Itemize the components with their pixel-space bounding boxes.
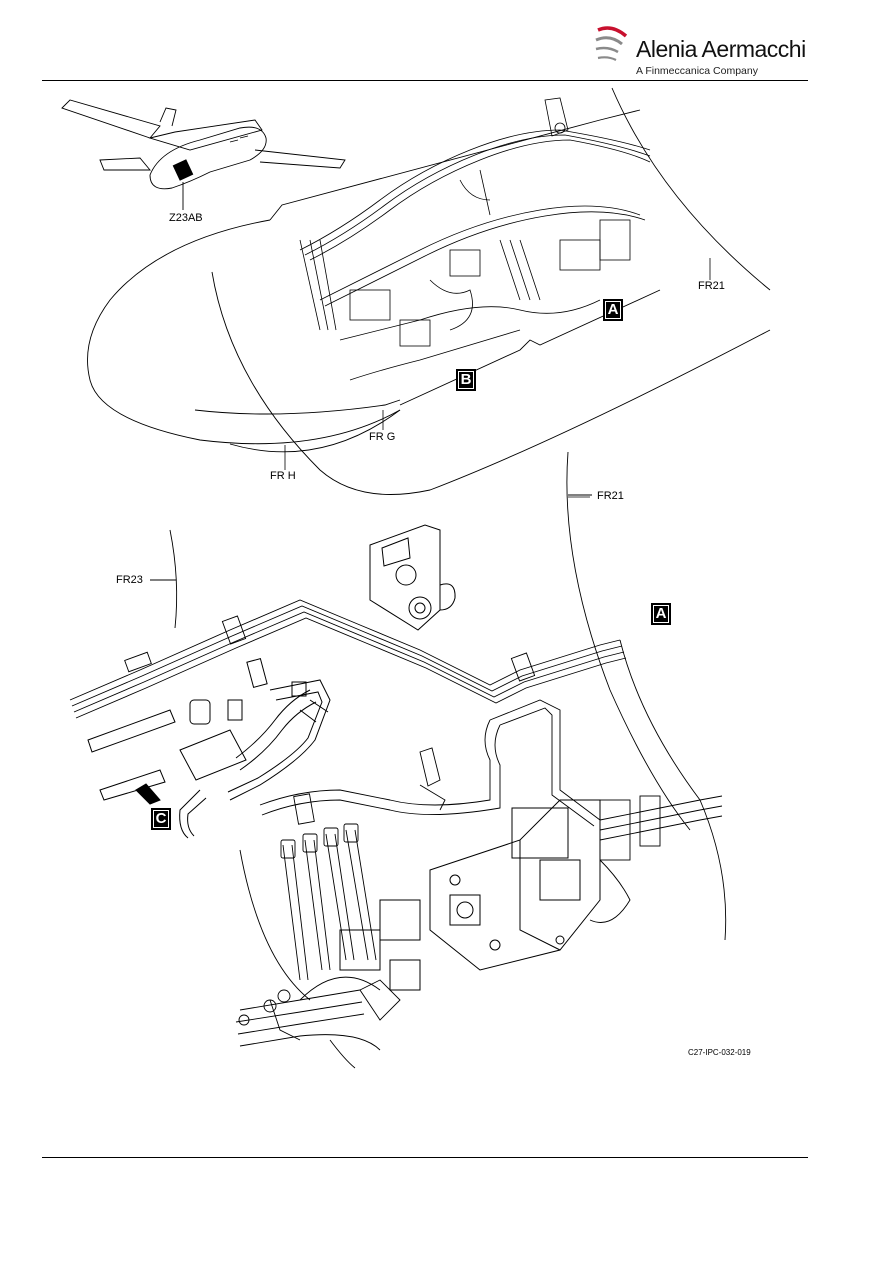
callout-b: B [456, 369, 476, 391]
header-rule [42, 80, 808, 81]
callout-a-overview: A [603, 299, 623, 321]
frame-label-frh: FR H [270, 470, 296, 482]
logo-swoosh-icon [595, 26, 628, 61]
zone-label: Z23AB [169, 212, 203, 224]
company-name: Alenia Aermacchi [636, 36, 806, 62]
frame-label-fr21-top: FR21 [698, 280, 725, 292]
figure-reference: C27-IPC-032-019 [688, 1048, 751, 1057]
company-subtitle: A Finmeccanica Company [636, 65, 758, 77]
detail-loop-tubes [259, 699, 601, 827]
detail-vertical-tubes [280, 823, 377, 981]
nose-fairing [87, 87, 771, 495]
frame-label-fr21-mid: FR21 [597, 490, 624, 502]
detail-right-bundle [589, 795, 723, 923]
overview-leaders [284, 258, 711, 470]
footer-rule [42, 1157, 808, 1158]
detail-c-assembly [87, 658, 331, 839]
detail-manifold [339, 799, 601, 991]
callout-a-detail: A [651, 603, 671, 625]
overview-tubing [299, 97, 651, 381]
frame-label-frg: FR G [369, 431, 396, 443]
detail-lower-left [235, 976, 401, 1051]
company-logo: Alenia Aermacchi A Finmeccanica Company [592, 22, 806, 82]
detail-frame-lines [150, 451, 727, 1069]
frame-label-fr23: FR23 [116, 574, 143, 586]
detail-panel [369, 524, 456, 631]
callout-c: C [151, 808, 171, 830]
aircraft-locator [61, 99, 346, 210]
detail-main-tubes [69, 599, 627, 719]
